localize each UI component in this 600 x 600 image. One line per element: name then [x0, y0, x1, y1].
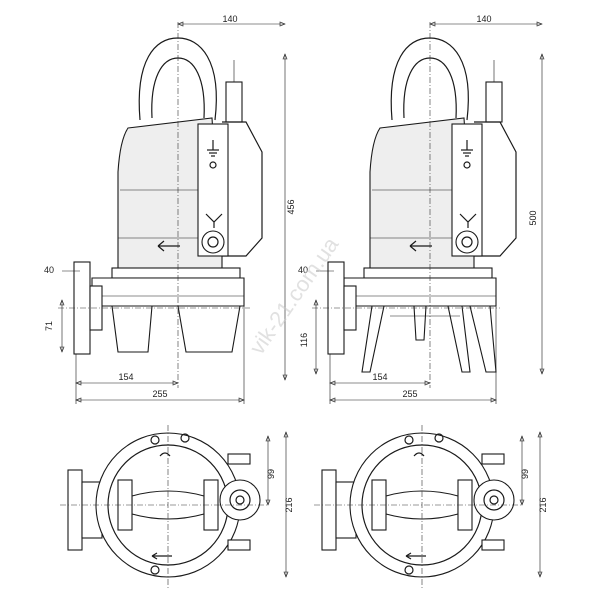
bolt-icon — [463, 161, 471, 169]
ground-symbol-icon — [207, 140, 219, 157]
dimensions-right-side: 140 500 40 116 154 255 — [298, 14, 545, 404]
dim-top-width-left: 140 — [222, 14, 237, 24]
dim-half-right-plan: 99 — [520, 469, 530, 479]
pump-side-view-right — [312, 22, 517, 388]
dim-height-left: 456 — [286, 199, 296, 214]
rotation-arrow-icon — [159, 452, 171, 457]
rotation-arrow-icon — [205, 213, 223, 228]
rotation-arrow-icon — [413, 452, 425, 457]
dim-inlet-left: 154 — [118, 372, 133, 382]
dim-inlet-right: 154 — [372, 372, 387, 382]
ground-symbol-icon — [461, 140, 473, 157]
pump-plan-view-right — [314, 425, 522, 590]
dim-height-right: 500 — [528, 210, 538, 225]
flow-arrow-icon — [405, 552, 426, 560]
dim-full-right-plan: 216 — [538, 497, 548, 512]
dim-half-left-plan: 99 — [266, 469, 276, 479]
dimensions-left-side: 140 456 40 71 154 255 — [44, 14, 296, 404]
pump-side-view-left — [58, 22, 263, 388]
dim-total-left: 255 — [152, 389, 167, 399]
dim-base-right: 116 — [299, 333, 309, 347]
dim-flange-right: 40 — [298, 265, 308, 275]
dim-full-left-plan: 216 — [284, 497, 294, 512]
dim-flange-left: 40 — [44, 265, 54, 275]
dim-base-left: 71 — [44, 321, 54, 331]
flow-arrow-icon — [157, 240, 180, 252]
flow-arrow-icon — [409, 240, 432, 252]
dimensions-left-plan: 99 216 — [265, 431, 294, 578]
dim-top-width-right: 140 — [476, 14, 491, 24]
pump-plan-view-left — [60, 425, 268, 590]
bolt-icon — [209, 161, 217, 169]
rotation-arrow-icon — [459, 213, 477, 228]
dimensions-right-plan: 99 216 — [519, 431, 548, 578]
dim-total-right: 255 — [402, 389, 417, 399]
flow-arrow-icon — [151, 552, 172, 560]
